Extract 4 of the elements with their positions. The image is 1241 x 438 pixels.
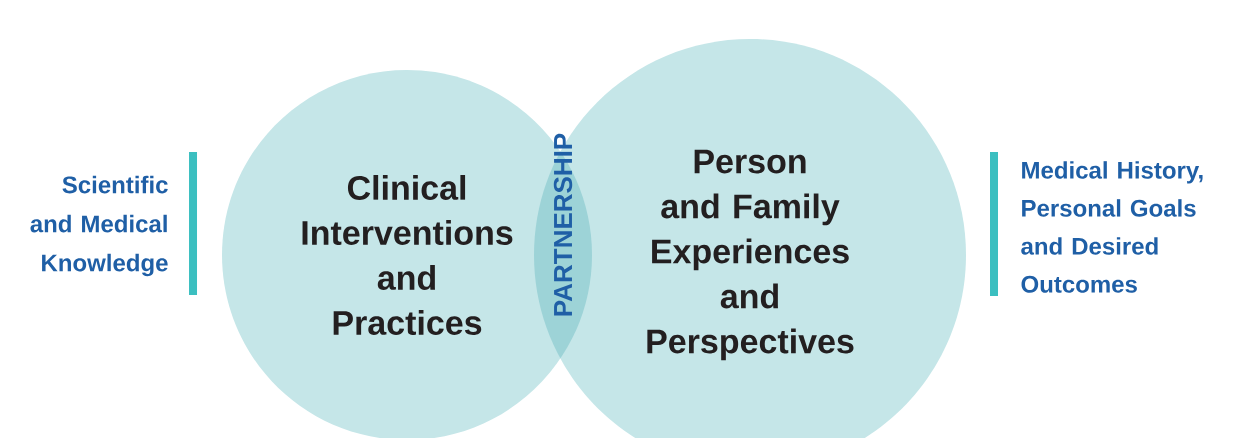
side-note: Scientific and Medical Knowledge	[30, 175, 168, 277]
overlap-lens: PARTNERSHIP	[553, 133, 573, 316]
side-note: Medical History, Personal Goals and Desired Outcomes	[1021, 161, 1203, 293]
node-label: Person and Family Experiences and Perspectives	[647, 149, 854, 361]
